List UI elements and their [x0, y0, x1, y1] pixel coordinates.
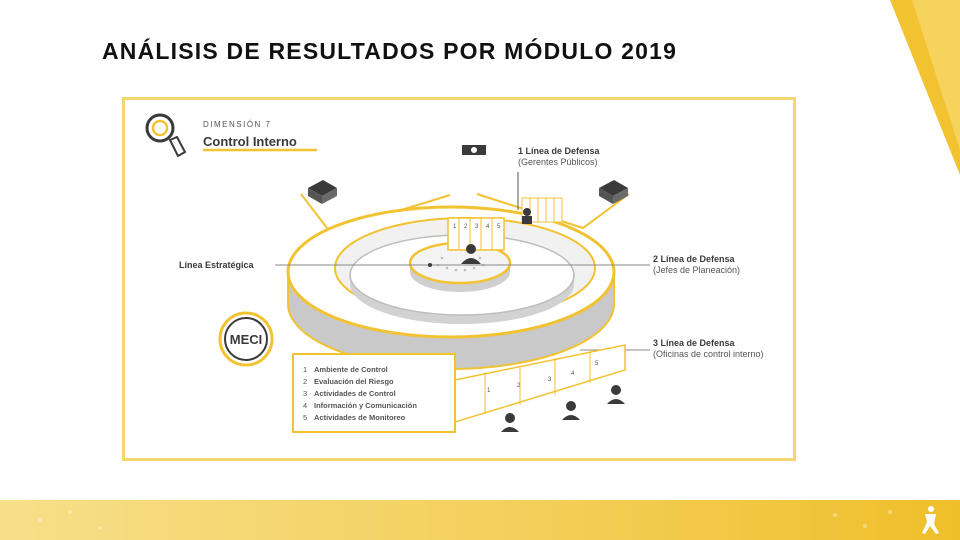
component-item: 1 Ambiente de Control [303, 365, 388, 374]
person-icon-top [522, 208, 532, 224]
second-line-label: 2 Línea de Defensa [653, 254, 736, 264]
person-icon-center [461, 244, 481, 264]
tower-number: 3 [475, 224, 479, 230]
third-line-detail: (Oficinas de control interno) [653, 349, 764, 359]
first-line-detail: (Gerentes Públicos) [518, 157, 598, 167]
tower-number: 1 [453, 224, 457, 230]
component-item: 5 Actividades de Monitoreo [303, 413, 406, 422]
svg-text:Información y Comunicación: Información y Comunicación [314, 401, 417, 410]
dimension-label: DIMENSIÓN 7 [203, 120, 272, 129]
tower-number: 4 [486, 224, 490, 230]
rim-number: 2 [517, 383, 521, 389]
dimension-name: Control Interno [203, 134, 297, 149]
svg-text:Evaluación del Riesgo: Evaluación del Riesgo [314, 377, 394, 386]
svg-text:3: 3 [303, 389, 307, 398]
person-icon-rim-2 [562, 401, 580, 420]
person-icon-rim-1 [501, 413, 519, 432]
rim-number: 4 [571, 371, 575, 377]
person-icon-rim-3 [607, 385, 625, 404]
meci-badge: MECI [218, 311, 274, 367]
footer-band [0, 500, 960, 540]
component-item: 3 Actividades de Control [303, 389, 396, 398]
tower-number: 5 [497, 224, 501, 230]
logo-figure-icon [922, 506, 939, 534]
corner-decoration [890, 0, 960, 175]
magnifier-icon [145, 113, 187, 158]
svg-text:Actividades de Control: Actividades de Control [314, 389, 396, 398]
components-legend [292, 353, 456, 433]
svg-text:4: 4 [303, 401, 307, 410]
defense-disc [286, 205, 616, 370]
diagram-frame: DIMENSIÓN 7 Control Interno [122, 97, 796, 461]
tower-number: 2 [464, 224, 468, 230]
svg-text:Ambiente de Control: Ambiente de Control [314, 365, 388, 374]
svg-text:2: 2 [303, 377, 307, 386]
rim-number: 3 [548, 377, 552, 383]
rim-number: 1 [487, 388, 491, 394]
left-box-icon [308, 180, 337, 204]
third-line-label: 3 Línea de Defensa [653, 338, 736, 348]
component-item: 4 Información y Comunicación [303, 401, 417, 410]
control-tower: 1 2 3 4 5 [447, 217, 505, 251]
second-line-detail: (Jefes de Planeación) [653, 265, 740, 275]
svg-text:MECI: MECI [230, 332, 263, 347]
control-interno-diagram: DIMENSIÓN 7 Control Interno [145, 113, 764, 433]
page-title: ANÁLISIS DE RESULTADOS POR MÓDULO 2019 [102, 38, 678, 64]
right-box-icon [599, 180, 628, 204]
first-line-label: 1 Línea de Defensa [518, 146, 601, 156]
component-item: 2 Evaluación del Riesgo [303, 377, 394, 386]
svg-text:Actividades de Monitoreo: Actividades de Monitoreo [314, 413, 406, 422]
rim-number: 5 [595, 361, 599, 367]
linea-estrategica-label: Línea Estratégica [179, 260, 255, 270]
svg-text:1: 1 [303, 365, 307, 374]
svg-text:5: 5 [303, 413, 307, 422]
